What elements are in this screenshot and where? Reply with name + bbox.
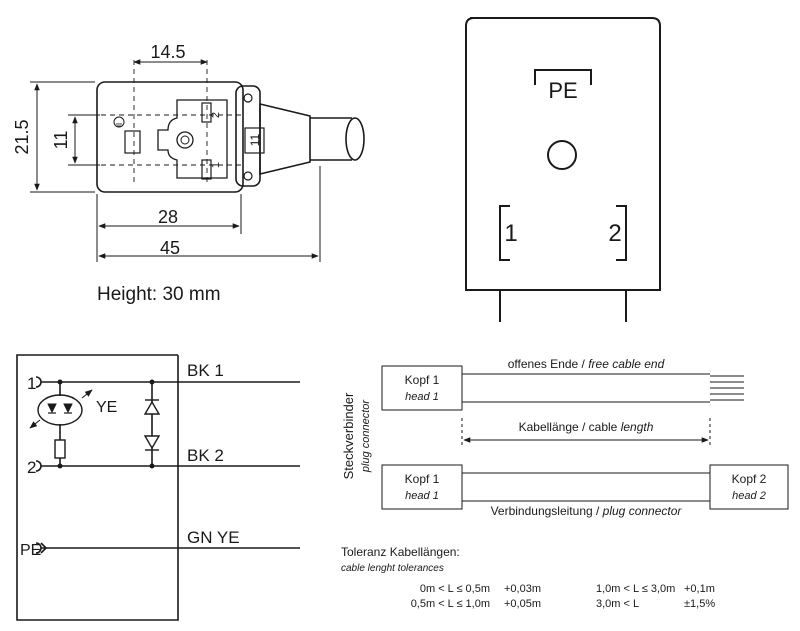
dim-45: 45	[160, 238, 180, 258]
dim-11: 11	[51, 131, 71, 150]
pin-label-2: 2	[210, 112, 222, 118]
head1-upper-de: Kopf 1	[405, 373, 440, 387]
head2-en: head 2	[732, 490, 766, 502]
circuit-junctions	[57, 379, 155, 469]
tolerance-value: +0,1m	[684, 583, 715, 595]
circuit-diagram	[16, 354, 300, 621]
face-pe-label: PE	[548, 78, 577, 103]
head1-lower-en: head 1	[405, 490, 439, 502]
tolerance-value: +0,03m	[504, 583, 541, 595]
circuit-pin1: 1	[27, 374, 36, 393]
head1-lower-de: Kopf 1	[405, 472, 440, 486]
length-label: Kabellänge / cable length	[519, 420, 654, 434]
open-end-label: offenes Ende / free cable end	[508, 357, 665, 371]
dim-14-5: 14.5	[150, 42, 185, 62]
circuit-pe: PE	[20, 542, 41, 559]
center-lines	[101, 60, 242, 185]
tolerance-value: +0,05m	[504, 598, 541, 610]
height-note: Height: 30 mm	[97, 284, 221, 305]
dim-28: 28	[158, 207, 178, 227]
vertical-label-en: plug connector	[360, 399, 372, 473]
dim-21-5: 21.5	[12, 119, 32, 154]
tolerance-range: 3,0m < L	[596, 598, 639, 610]
tolerance-range: 0,5m < L ≤ 1,0m	[411, 598, 490, 610]
side-label-11: 11	[248, 133, 262, 146]
pin-label-1: 1	[210, 162, 222, 168]
tolerance-title-en: cable lenght tolerances	[341, 563, 444, 574]
wire-label-bk2: BK 2	[187, 446, 224, 465]
dimension-lines	[30, 59, 321, 262]
connection-label: Verbindungsleitung / plug connector	[491, 504, 683, 518]
wire-label-gnye: GN YE	[187, 528, 240, 547]
wire-label-bk1: BK 1	[187, 361, 224, 380]
led-label: YE	[96, 399, 117, 416]
circuit-pin2: 2	[27, 458, 36, 477]
vertical-label-de: Steckverbinder	[341, 392, 356, 479]
tolerance-range: 0m < L ≤ 0,5m	[420, 583, 490, 595]
tolerance-value: ±1,5%	[684, 598, 715, 610]
tolerance-title-de: Toleranz Kabellängen:	[341, 545, 460, 559]
face-pin1-label: 1	[504, 220, 517, 247]
head2-de: Kopf 2	[732, 472, 767, 486]
cable-diagram	[381, 365, 789, 510]
head1-upper-en: head 1	[405, 391, 439, 403]
connector-side-view	[96, 81, 365, 193]
tolerance-range: 1,0m < L ≤ 3,0m	[596, 583, 675, 595]
connector-face	[465, 17, 661, 322]
face-pin2-label: 2	[608, 220, 621, 247]
